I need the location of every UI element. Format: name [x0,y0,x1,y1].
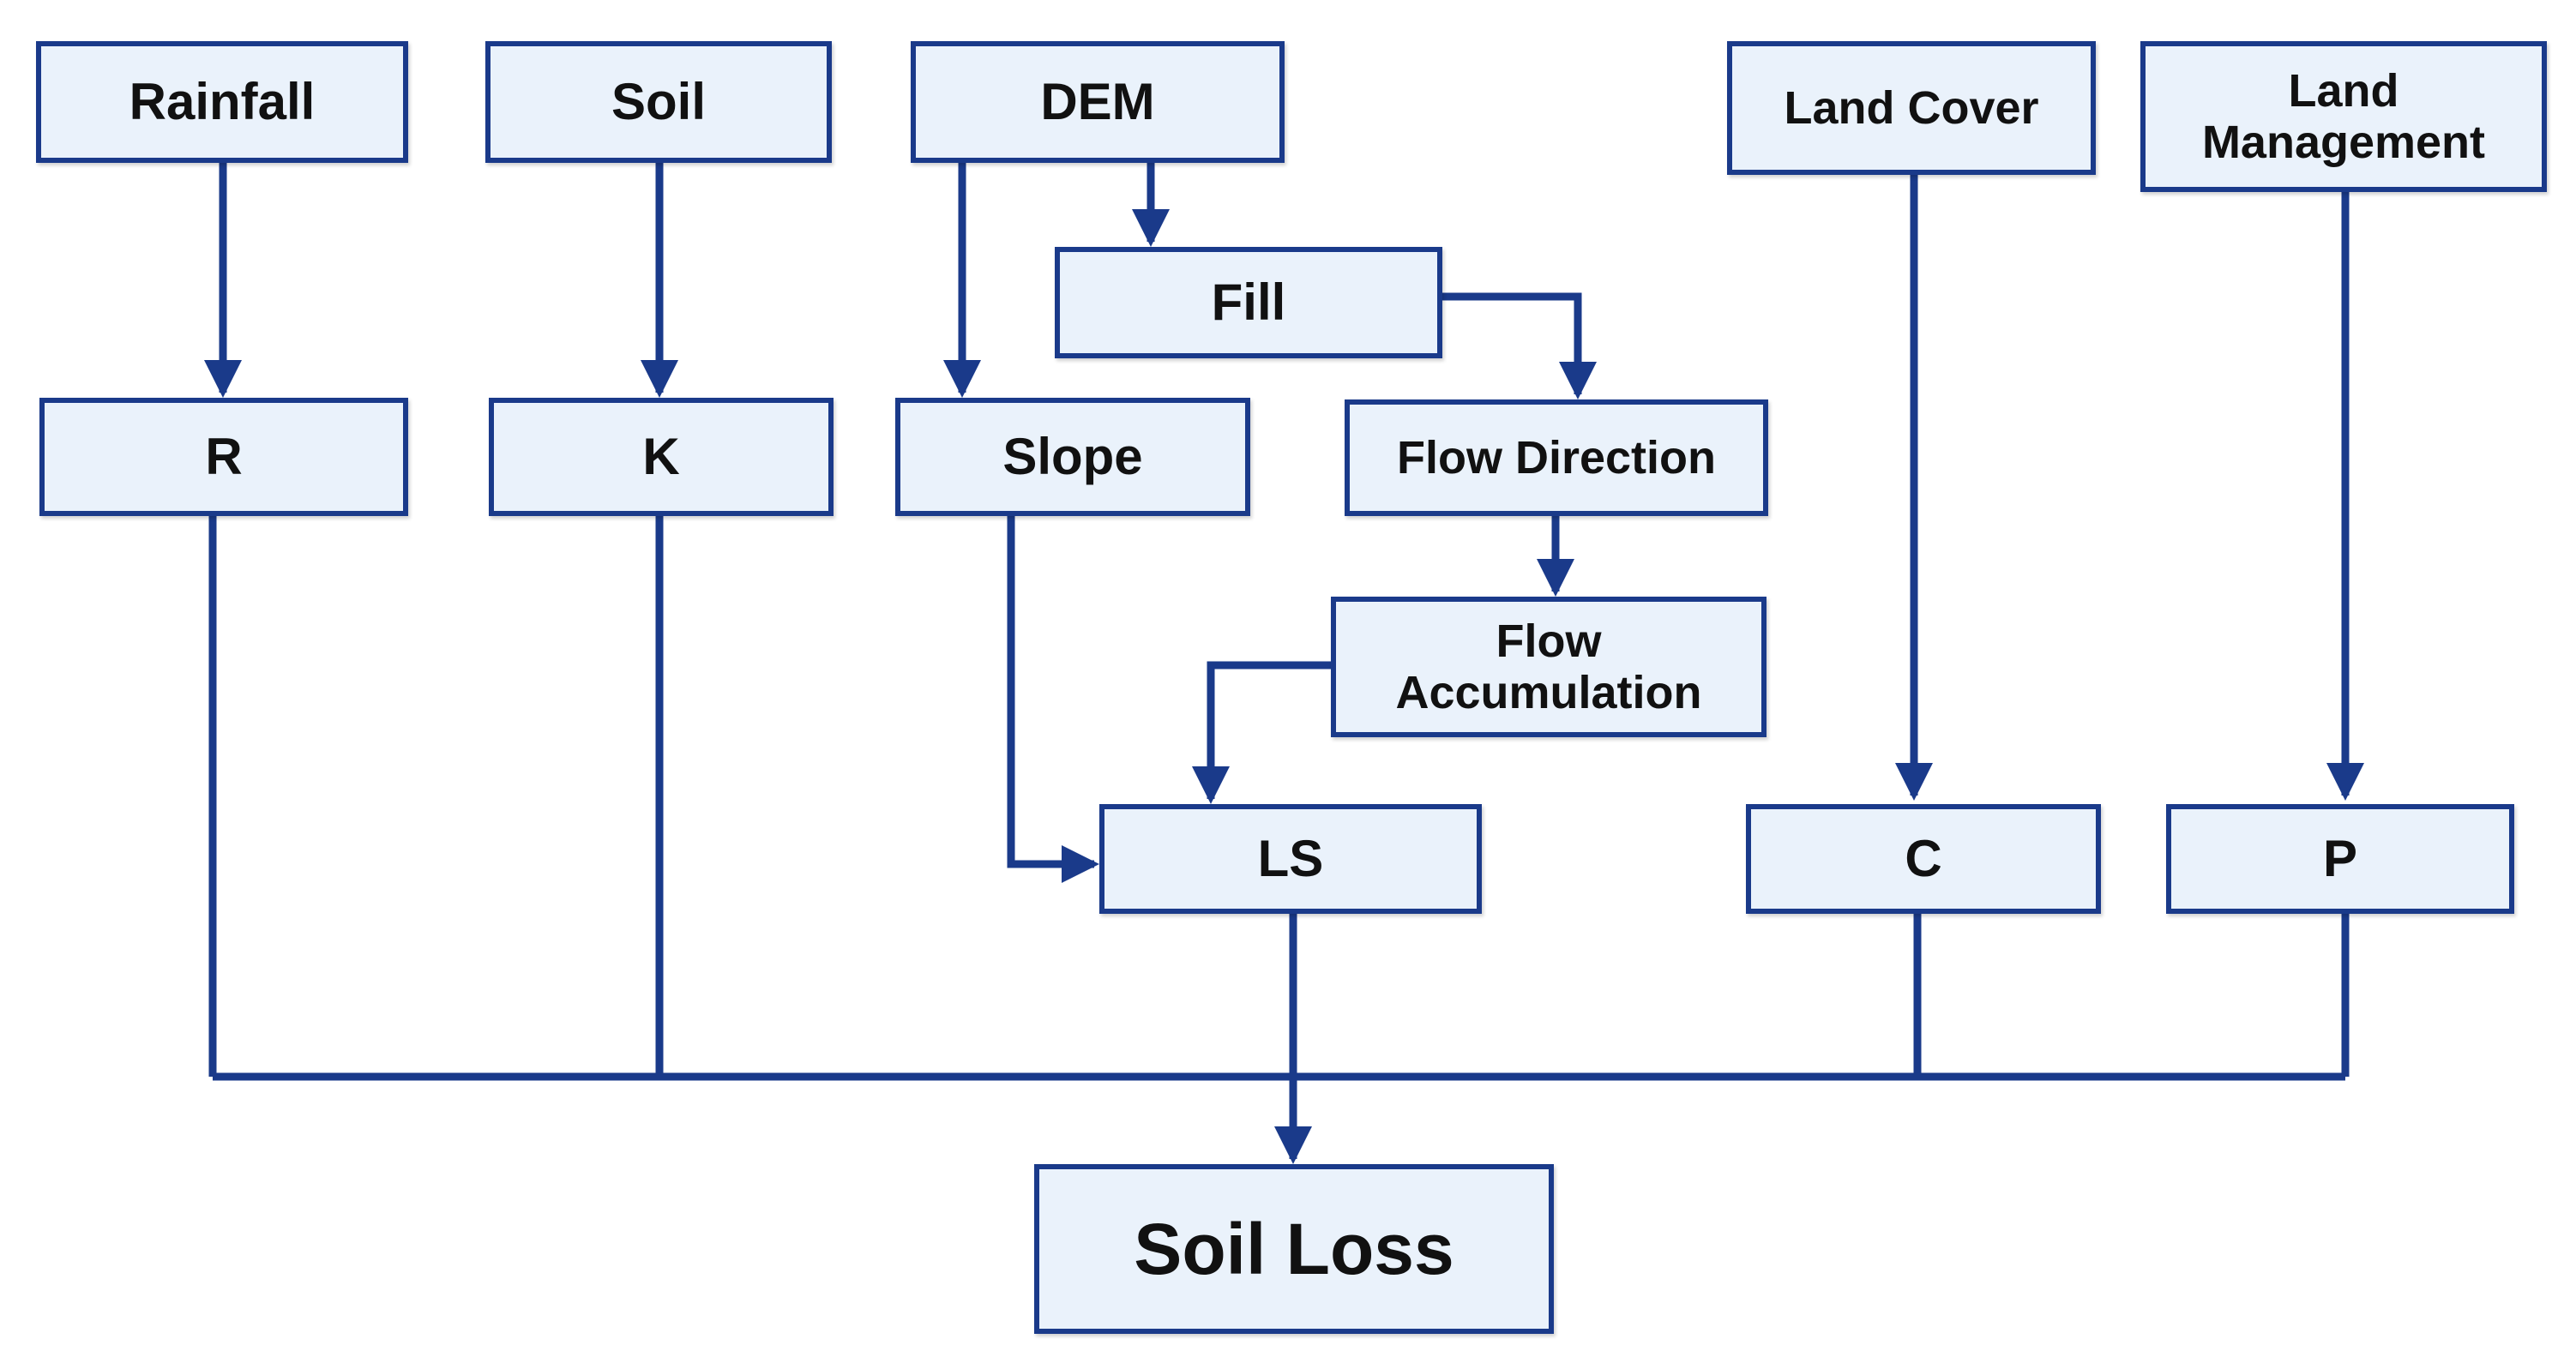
node-land-management-label: Land Management [2201,64,2486,168]
node-flow-accumulation-label: Flow Accumulation [1395,615,1702,718]
node-p: P [2166,804,2514,914]
edge-slope-ls [1007,516,1099,883]
node-soil-loss-label: Soil Loss [1134,1208,1454,1289]
node-soil-loss: Soil Loss [1034,1164,1554,1334]
node-r-label: R [205,428,243,486]
node-ls: LS [1099,804,1482,914]
node-c-label: C [1905,830,1942,888]
node-dem: DEM [911,41,1285,163]
node-soil-label: Soil [611,73,706,131]
node-land-management: Land Management [2140,41,2547,192]
node-dem-label: DEM [1040,73,1155,131]
node-land-cover: Land Cover [1727,41,2096,175]
edge-flowaccumulation-ls [1192,661,1331,804]
node-slope-label: Slope [1002,428,1143,486]
node-fill-label: Fill [1211,273,1286,332]
node-c: C [1746,804,2101,914]
node-soil: Soil [485,41,832,163]
node-land-cover-label: Land Cover [1784,81,2039,134]
node-p-label: P [2322,830,2358,888]
node-rainfall-label: Rainfall [129,73,316,131]
node-flow-accumulation: Flow Accumulation [1331,597,1766,737]
node-flow-direction: Flow Direction [1345,399,1768,516]
node-rainfall: Rainfall [36,41,408,163]
node-slope: Slope [895,398,1250,516]
node-ls-label: LS [1257,830,1324,888]
node-r: R [39,398,408,516]
node-k-label: K [642,428,680,486]
node-flow-direction-label: Flow Direction [1396,431,1716,483]
node-k: K [489,398,834,516]
node-fill: Fill [1055,247,1442,358]
edge-fill-flowdirection [1442,292,1597,399]
